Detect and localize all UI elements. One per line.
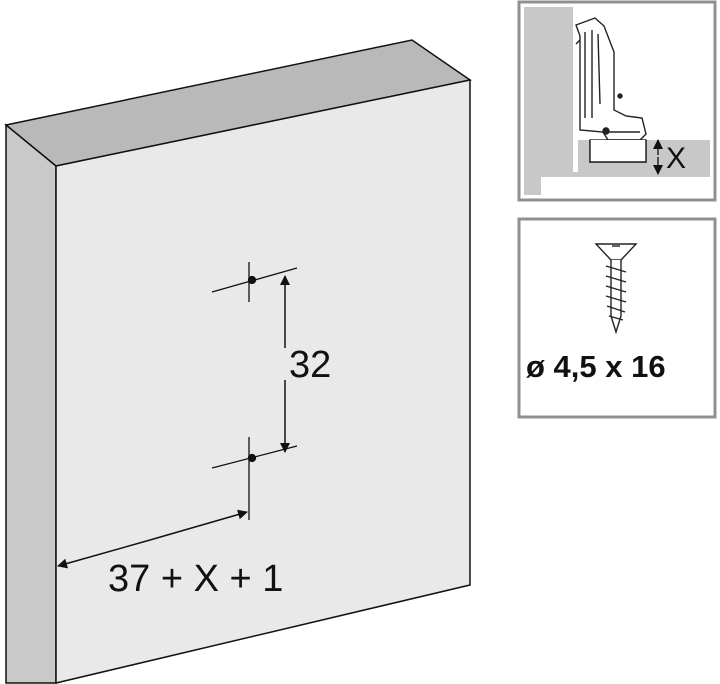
upper-hole xyxy=(247,275,257,285)
screw-spec-label: ø 4,5 x 16 xyxy=(526,349,666,384)
hinge-icon xyxy=(575,17,647,163)
hole-spacing-label: 32 xyxy=(289,344,331,386)
edge-distance-arrow-left xyxy=(57,539,151,569)
edge-distance-arrow-right xyxy=(149,509,248,541)
screw-detail-panel: ø 4,5 x 16 xyxy=(517,217,717,419)
cabinet-side-wall xyxy=(524,7,541,195)
lower-hole xyxy=(247,453,257,463)
edge-distance-label: 37 + X + 1 xyxy=(108,558,283,600)
panel-side-edge xyxy=(5,123,57,684)
cabinet-panel xyxy=(4,39,472,684)
cabinet-bottom-shelf xyxy=(541,172,710,177)
overlay-label: X xyxy=(666,142,686,175)
countersunk-screw-icon xyxy=(594,243,638,335)
panel-face xyxy=(55,79,471,684)
hinge-detail-panel: X xyxy=(517,0,717,202)
cabinet-side-inner xyxy=(541,7,573,172)
